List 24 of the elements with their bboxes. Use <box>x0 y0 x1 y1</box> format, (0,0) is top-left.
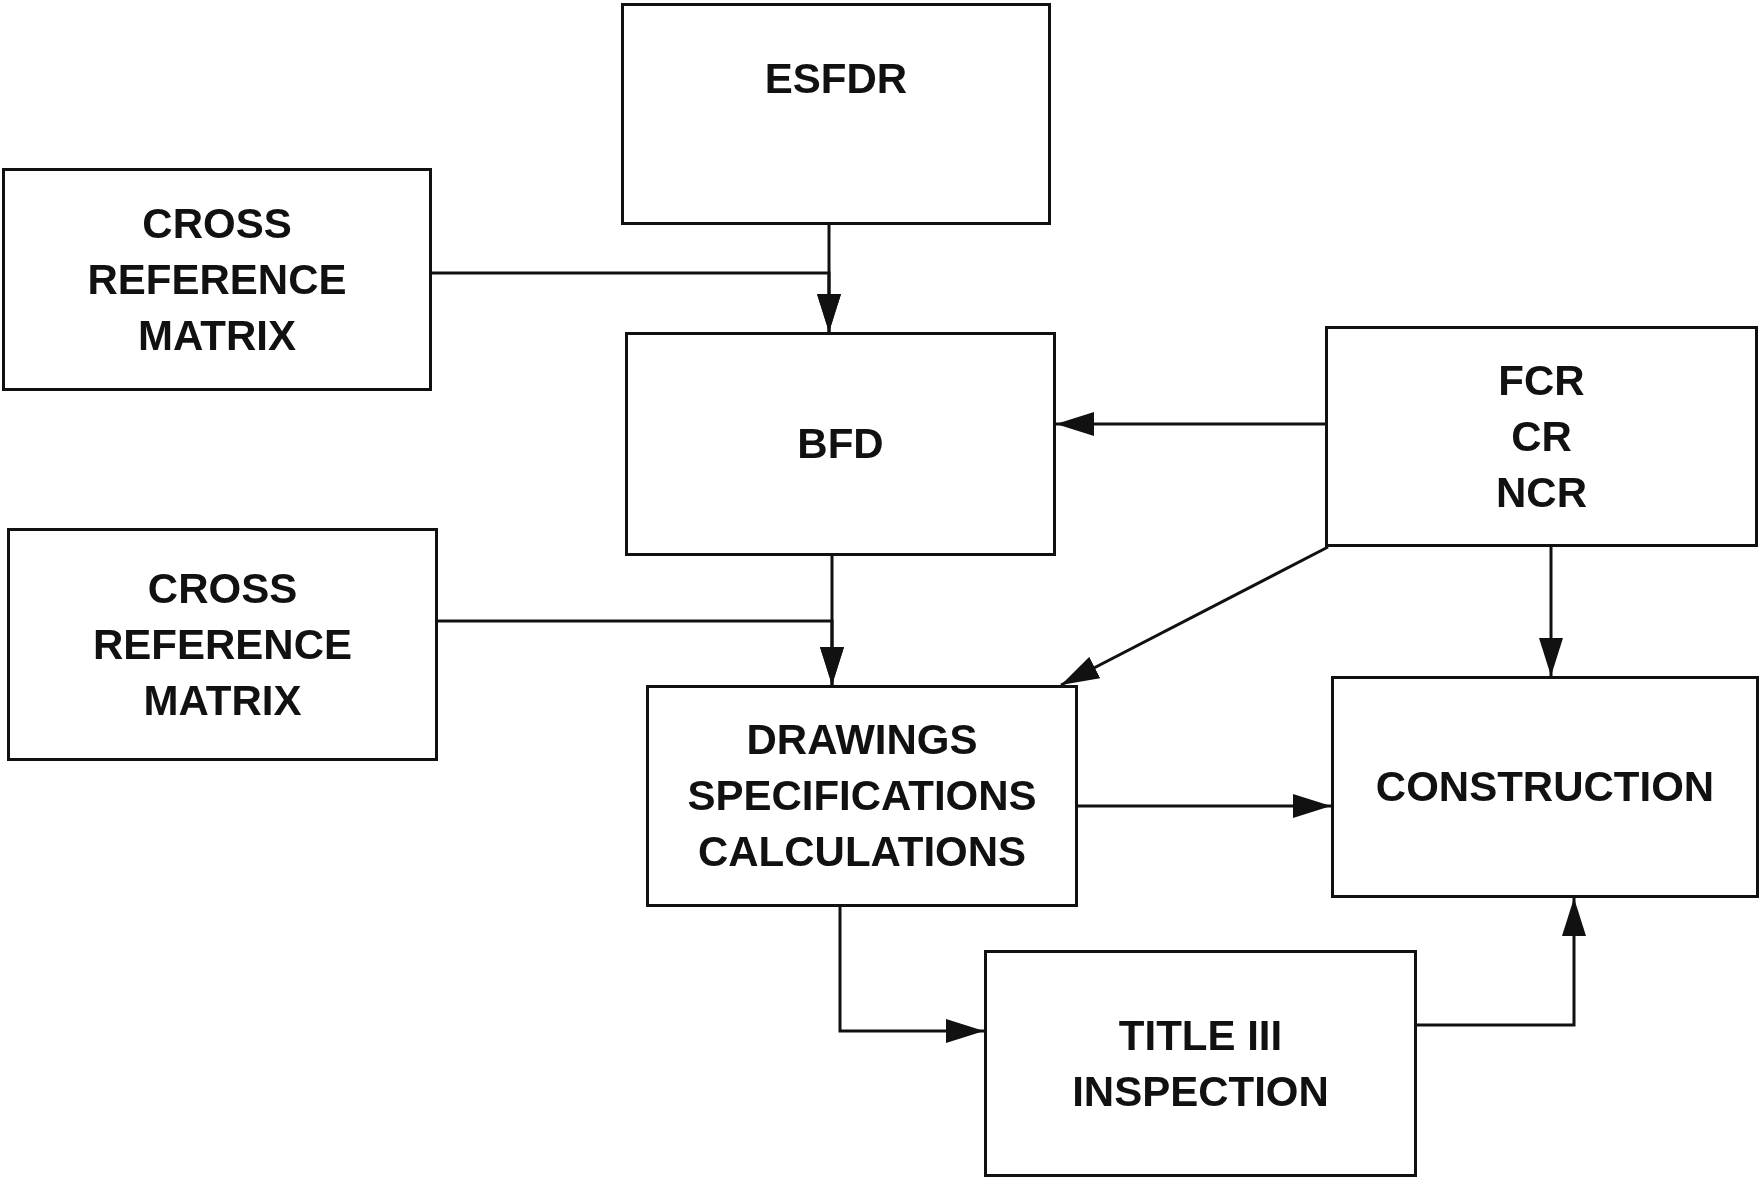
arrow <box>438 619 844 685</box>
arrow <box>838 907 984 1043</box>
arrow <box>432 271 841 332</box>
arrow <box>1417 898 1586 1027</box>
process-box <box>1325 326 1758 547</box>
process-box <box>1331 676 1759 898</box>
box-label: CROSS REFERENCE MATRIX <box>87 198 347 361</box>
box-label: FCR CR NCR <box>1496 355 1587 518</box>
process-box <box>646 685 1078 907</box>
box-label: TITLE III INSPECTION <box>1071 1010 1330 1117</box>
arrow <box>1539 547 1563 676</box>
arrow <box>1056 412 1325 436</box>
process-box <box>984 950 1417 1177</box>
box-label: ESFDR <box>764 54 908 104</box>
box-label: CROSS REFERENCE MATRIX <box>93 563 352 726</box>
box-label: BFD <box>797 419 884 469</box>
arrow <box>1060 545 1329 687</box>
process-box <box>2 168 432 391</box>
arrow <box>1078 794 1331 818</box>
box-label: DRAWINGS SPECIFICATIONS CALCULATIONS <box>687 715 1037 877</box>
process-box <box>625 332 1056 556</box>
process-box <box>7 528 438 761</box>
process-box <box>621 3 1051 225</box>
box-label: CONSTRUCTION <box>1375 762 1715 812</box>
